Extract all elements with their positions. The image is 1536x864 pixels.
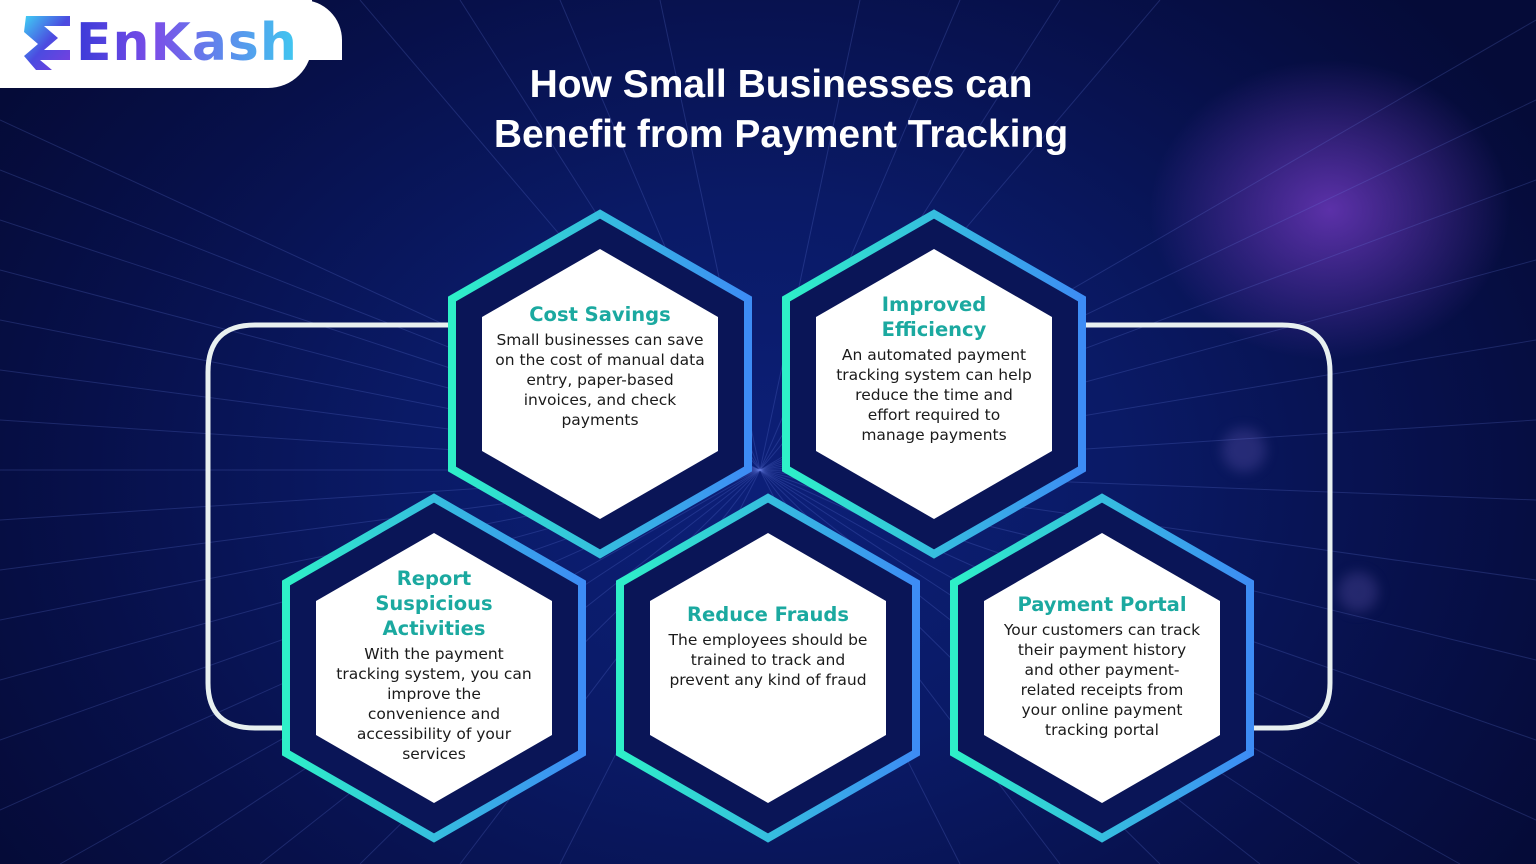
connector-frame: [205, 322, 1333, 731]
title-line-2: Benefit from Payment Tracking: [493, 113, 1069, 156]
benefit-body: Your customers can track their payment h…: [1003, 621, 1201, 739]
title-line-1: How Small Businesses can: [529, 63, 1033, 106]
benefit-card-report-suspicious: Report Suspicious Activities With the pa…: [336, 566, 532, 764]
benefit-body: The employees should be trained to track…: [668, 631, 868, 689]
brand-logo[interactable]: EnKash: [22, 6, 298, 80]
benefit-card-improved-efficiency: Improved Efficiency An automated payment…: [836, 292, 1032, 445]
hex-cost-savings: [448, 209, 752, 559]
benefit-body: An automated payment tracking system can…: [836, 346, 1032, 444]
brand-name: EnKash: [76, 13, 298, 73]
benefit-card-payment-portal: Payment Portal Your customers can track …: [1002, 592, 1202, 740]
benefit-title: Report Suspicious Activities: [375, 567, 493, 640]
benefit-body: With the payment tracking system, you ca…: [336, 645, 532, 763]
hex-payment-portal: [950, 493, 1254, 843]
benefit-title: Improved Efficiency: [881, 293, 987, 341]
glow-orb: [1338, 572, 1378, 612]
logo-panel: [0, 0, 342, 88]
hex-improved-efficiency: [782, 209, 1086, 559]
benefit-card-reduce-frauds: Reduce Frauds The employees should be tr…: [663, 602, 873, 690]
benefit-title: Payment Portal: [1017, 593, 1187, 616]
rupee-e-logo-icon: [24, 16, 70, 70]
glow-orb: [1222, 428, 1266, 472]
benefit-title: Reduce Frauds: [687, 603, 849, 626]
hex-reduce-frauds: [616, 493, 920, 843]
hex-report-suspicious: [282, 493, 586, 843]
benefit-card-cost-savings: Cost Savings Small businesses can save o…: [495, 302, 705, 430]
benefit-title: Cost Savings: [529, 303, 671, 326]
benefit-body: Small businesses can save on the cost of…: [495, 331, 705, 429]
page-title: How Small Businesses can Benefit from Pa…: [0, 60, 1536, 160]
